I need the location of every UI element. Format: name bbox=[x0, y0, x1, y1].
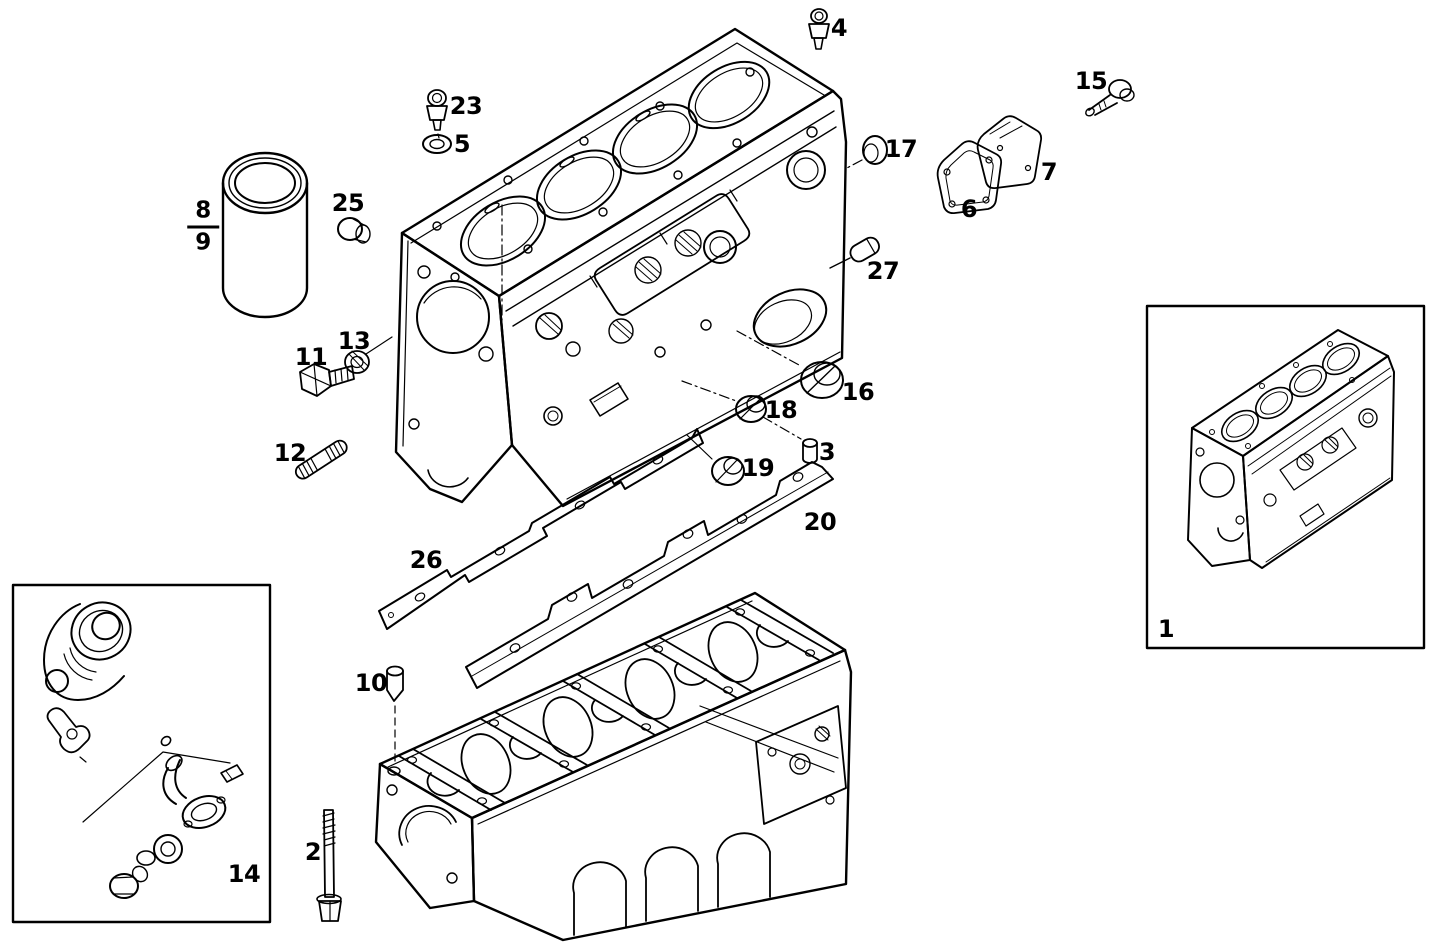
main-bearing-saddles bbox=[398, 599, 834, 811]
cylinder-sleeve-drawing bbox=[221, 151, 309, 319]
short-block-drawing bbox=[1187, 329, 1395, 569]
leader-13 bbox=[365, 336, 393, 355]
inset-box-14 bbox=[11, 583, 272, 924]
crank-seal-housing bbox=[43, 601, 132, 701]
part-18-cup-plug bbox=[735, 395, 802, 440]
part-27-plug bbox=[829, 236, 880, 269]
part-13-washer bbox=[344, 336, 393, 374]
part-12-stud bbox=[294, 439, 348, 480]
part-19-plug bbox=[686, 434, 745, 486]
part-16-cup-plug bbox=[800, 361, 844, 399]
crankcase-bolt-holes bbox=[406, 608, 816, 805]
leader-17 bbox=[844, 159, 863, 170]
part-15-bolt bbox=[1085, 79, 1135, 117]
cylinder-block-drawing bbox=[394, 27, 848, 508]
part-3-dowel bbox=[802, 438, 818, 464]
inset-box-1 bbox=[1145, 304, 1426, 650]
side-cover-plate-20-drawing bbox=[465, 461, 834, 689]
pickup-bracket bbox=[46, 707, 91, 763]
oil-pickup-assembly bbox=[109, 735, 244, 899]
part-17-cup-plug bbox=[844, 135, 888, 170]
crankcase-drawing bbox=[374, 591, 853, 942]
side-gasket-26-drawing bbox=[378, 428, 704, 630]
part-23-sensor bbox=[426, 89, 448, 139]
leader-19 bbox=[686, 434, 713, 460]
dowel-hole bbox=[387, 766, 401, 776]
part-4-plug bbox=[808, 8, 830, 50]
deck-bolt-holes bbox=[432, 67, 755, 282]
part-5-washer bbox=[422, 134, 452, 154]
side-face-details bbox=[501, 110, 841, 500]
leader-27 bbox=[829, 257, 851, 269]
part-11-bolt bbox=[299, 363, 355, 397]
part-10-valve bbox=[386, 665, 404, 765]
front-opening bbox=[416, 280, 490, 354]
part-25-plug bbox=[337, 217, 371, 244]
part-7-cover-plate bbox=[976, 115, 1043, 190]
leader-18-to-3 bbox=[762, 416, 802, 440]
inset-leader-line bbox=[82, 751, 231, 823]
part-6-gasket bbox=[936, 140, 1003, 215]
part-2-bolt bbox=[316, 809, 342, 922]
